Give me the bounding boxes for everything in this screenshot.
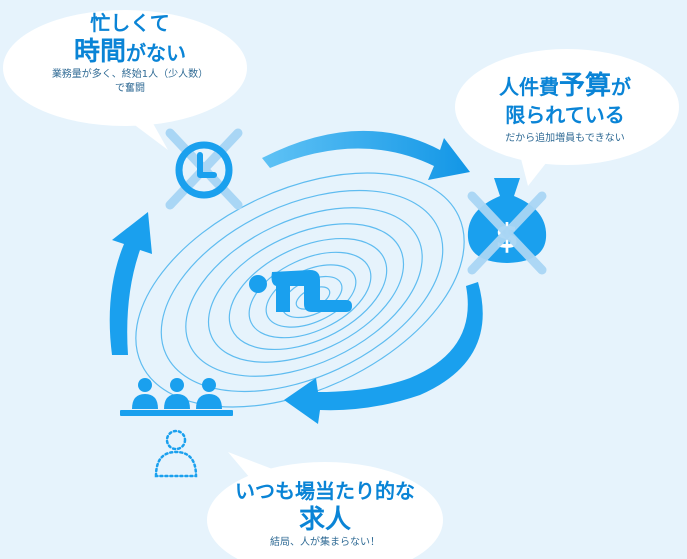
budget-line1-a: 人件費: [498, 75, 559, 99]
bubble-hiring: [207, 452, 443, 559]
busy-line2: 時間がない: [20, 36, 240, 68]
clock-crossed-icon: [165, 128, 243, 210]
busy-line1: 忙しくて: [90, 11, 170, 35]
budget-note: だから追加増員もできない: [505, 133, 625, 144]
busy-line2-emph: 時間: [73, 37, 126, 67]
bubble-budget: [455, 49, 679, 186]
cycle-arrow-top: [262, 130, 470, 180]
interviewers-icon: [120, 378, 233, 416]
hiring-note: 結局、人が集まらない！: [270, 537, 380, 548]
busy-line2-rest: がない: [126, 41, 186, 65]
kneeling-person-icon: [249, 270, 352, 312]
busy-note2: で奮闘: [115, 83, 145, 94]
cycle-arrow-right: [284, 282, 483, 424]
budget-line1: 人件費予算が: [465, 70, 665, 102]
bubble-busy-text: 忙しくて 時間がない 業務量が多く、終始1人（少人数） で奮闘: [20, 10, 240, 96]
empty-candidate-icon: [154, 429, 198, 478]
spiral-rings: [135, 172, 465, 408]
busy-note1: 業務量が多く、終始1人（少人数）: [51, 69, 209, 80]
bubble-busy: [3, 10, 247, 150]
budget-line1-b: が: [611, 75, 631, 99]
money-bag-crossed-icon: $: [467, 178, 547, 275]
hiring-line1: いつも場当たり的な: [235, 479, 415, 503]
budget-line1-emph: 予算: [558, 71, 611, 101]
bubble-budget-text: 人件費予算が 限られている だから追加増員もできない: [465, 70, 665, 146]
hiring-line2: 求人: [298, 505, 351, 535]
bubble-hiring-text: いつも場当たり的な 求人 結局、人が集まらない！: [220, 478, 430, 550]
budget-line2: 限られている: [505, 103, 625, 127]
cycle-arrow-left: [109, 212, 152, 355]
